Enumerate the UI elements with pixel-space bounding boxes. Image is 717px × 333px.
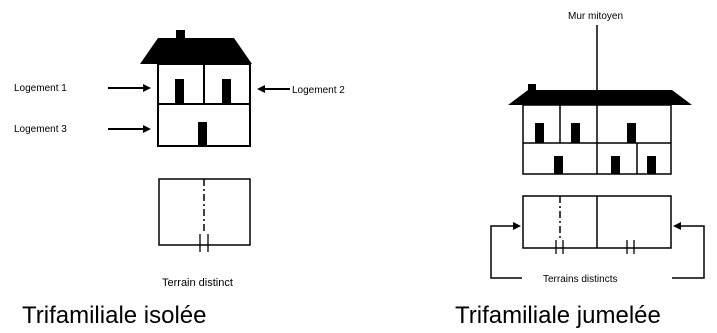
door bbox=[535, 123, 544, 143]
door bbox=[611, 156, 620, 174]
door bbox=[554, 156, 563, 174]
arrowhead-logement-3 bbox=[143, 125, 151, 133]
door-logement-2 bbox=[222, 79, 231, 104]
door-logement-3 bbox=[198, 122, 207, 146]
label-logement-1: Logement 1 bbox=[14, 83, 67, 94]
isolated-house bbox=[140, 30, 252, 147]
roof bbox=[140, 38, 252, 64]
label-logement-3: Logement 3 bbox=[14, 124, 67, 135]
caption-jumelee: Trifamiliale jumelée bbox=[455, 302, 661, 329]
semi-detached-house: Mur mitoyen bbox=[508, 11, 692, 175]
bracket-right-arrowhead bbox=[673, 222, 681, 230]
roof bbox=[508, 90, 692, 105]
unit-labels: Logement 1 Logement 2 Logement 3 bbox=[14, 83, 345, 135]
terrain-distinct-label: Terrain distinct bbox=[162, 277, 233, 289]
arrowhead-logement-2 bbox=[257, 85, 265, 93]
mur-mitoyen-label: Mur mitoyen bbox=[568, 11, 623, 22]
door bbox=[647, 156, 656, 174]
chimney bbox=[528, 84, 536, 94]
caption-isolee: Trifamiliale isolée bbox=[22, 302, 207, 329]
door bbox=[571, 123, 580, 143]
bracket-left-arrowhead bbox=[513, 222, 521, 230]
chimney bbox=[176, 30, 185, 44]
bracket-right bbox=[672, 225, 705, 279]
arrowhead-logement-1 bbox=[143, 84, 151, 92]
door-logement-1 bbox=[175, 79, 184, 104]
semi-detached-lot-plan: Terrains distincts bbox=[490, 195, 705, 285]
door bbox=[627, 123, 636, 143]
isolated-lot-plan: Terrain distinct bbox=[158, 178, 251, 289]
terrains-distincts-label: Terrains distincts bbox=[543, 274, 617, 285]
bracket-left bbox=[490, 225, 522, 279]
label-logement-2: Logement 2 bbox=[292, 85, 345, 96]
